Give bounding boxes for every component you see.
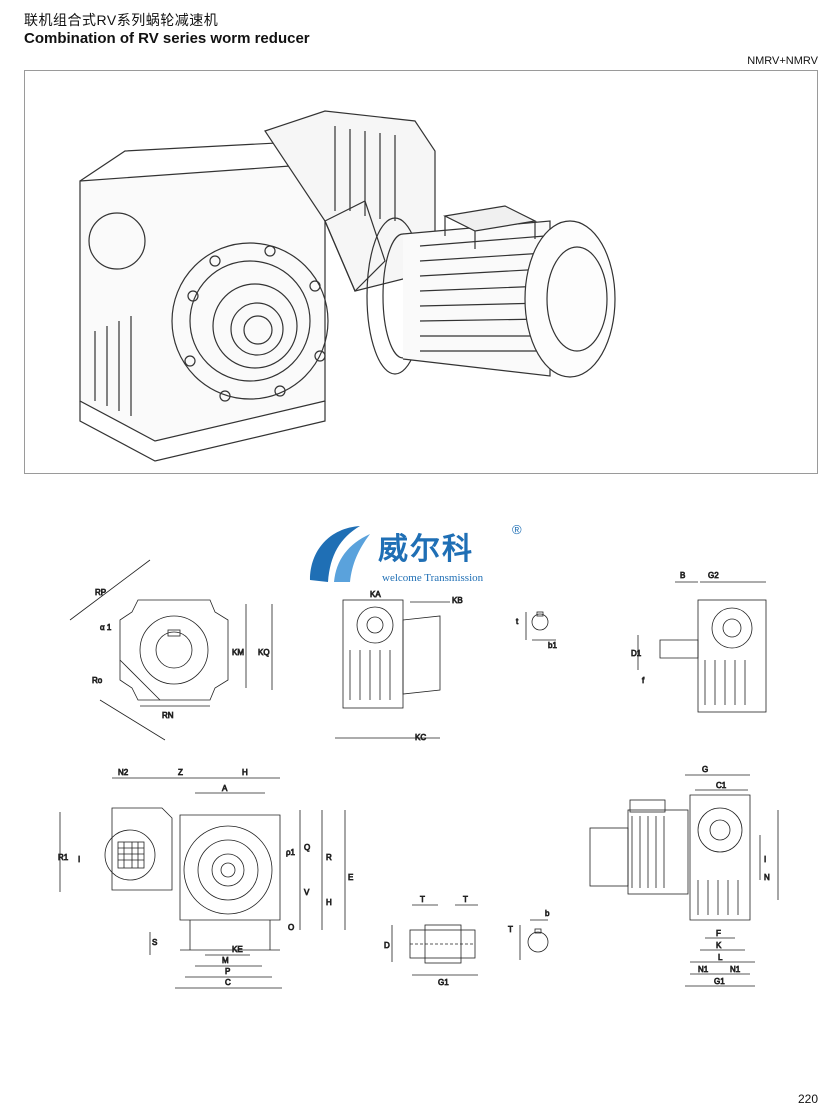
- dim-label-n1-left: N1: [698, 965, 709, 974]
- dim-label-z: Z: [178, 768, 183, 777]
- dim-label-r1: R1: [58, 853, 69, 862]
- dim-label-alpha1: α 1: [100, 623, 112, 632]
- dim-label-q: Q: [304, 843, 310, 852]
- dim-label-f-bottom: F: [716, 929, 721, 938]
- dim-label-f: f: [642, 676, 645, 685]
- dim-label-t-left: T: [420, 895, 425, 904]
- dim-label-m: M: [222, 956, 229, 965]
- dim-label-g1-shaft: G1: [438, 978, 449, 987]
- dim-label-g: G: [702, 765, 708, 774]
- dim-label-rn: RN: [162, 711, 174, 720]
- combination-front-view: N2 Z H A R1 I ρ1 Q R E V H S O KE M P C: [58, 768, 354, 989]
- output-keyway-view: t b1: [516, 611, 558, 650]
- dim-label-l: L: [718, 953, 723, 962]
- worm-reducer-illustration: [79, 110, 616, 462]
- product-illustration-frame: [24, 70, 818, 474]
- dim-label-ke: KE: [232, 945, 243, 954]
- model-tag: NMRV+NMRV: [747, 55, 818, 67]
- dim-label-a: A: [222, 784, 228, 793]
- shaft-keyway-view: T b: [508, 909, 550, 960]
- dim-label-c: C: [225, 978, 231, 987]
- dim-label-rho1: ρ1: [286, 848, 296, 857]
- dim-label-t-right: T: [463, 895, 468, 904]
- dim-label-ro: Ro: [92, 676, 103, 685]
- dim-label-p: P: [225, 967, 230, 976]
- motor-side-view: G C1 I N F K L N1 N1 G1: [589, 765, 779, 987]
- dim-label-g2: G2: [708, 571, 719, 580]
- flange-face-view: RP α 1 Ro RN KM KQ: [69, 559, 273, 741]
- dim-label-n2: N2: [118, 768, 129, 777]
- registered-mark: ®: [512, 522, 522, 537]
- dim-label-n1-right: N1: [730, 965, 741, 974]
- dim-label-o: O: [288, 923, 294, 932]
- hollow-shaft-section: T T D G1: [384, 895, 478, 987]
- dim-label-b-key: b: [545, 909, 550, 918]
- page-number: 220: [797, 1092, 818, 1106]
- dim-label-b1: b1: [548, 641, 557, 650]
- brand-name-english: welcome Transmission: [382, 572, 484, 584]
- dim-label-e: E: [348, 873, 353, 882]
- brand-logo: 威尔科 ® welcome Transmission: [300, 520, 540, 590]
- dim-label-h-side: H: [326, 898, 332, 907]
- dim-label-t: t: [516, 617, 519, 626]
- dim-label-rp: RP: [95, 588, 106, 597]
- dim-label-n: N: [764, 873, 770, 882]
- dim-label-r: R: [326, 853, 332, 862]
- dim-label-k: K: [716, 941, 722, 950]
- dim-label-i-right: I: [764, 855, 766, 864]
- side-flange-view: KA KB KC: [335, 590, 463, 742]
- dim-label-g1: G1: [714, 977, 725, 986]
- brand-swoosh-icon: [310, 526, 370, 582]
- dim-label-kq: KQ: [258, 648, 270, 657]
- page-title-chinese: 联机组合式RV系列蜗轮减速机: [24, 12, 219, 28]
- dim-label-i-left: I: [78, 855, 80, 864]
- dim-label-b: B: [680, 571, 685, 580]
- dim-label-v: V: [304, 888, 310, 897]
- dim-label-s: S: [152, 938, 157, 947]
- dim-label-c1: C1: [716, 781, 727, 790]
- dim-label-km: KM: [232, 648, 244, 657]
- dim-label-kc: KC: [415, 733, 426, 742]
- shaft-side-view: B G2 D1 f: [631, 571, 767, 713]
- brand-name-chinese: 威尔科: [378, 532, 474, 567]
- dim-label-ka: KA: [370, 590, 381, 599]
- page-title-english: Combination of RV series worm reducer: [24, 30, 310, 47]
- dim-label-t-key: T: [508, 925, 513, 934]
- dim-label-d: D: [384, 941, 390, 950]
- dim-label-h-top: H: [242, 768, 248, 777]
- dim-label-d1: D1: [631, 649, 642, 658]
- dim-label-kb: KB: [452, 596, 463, 605]
